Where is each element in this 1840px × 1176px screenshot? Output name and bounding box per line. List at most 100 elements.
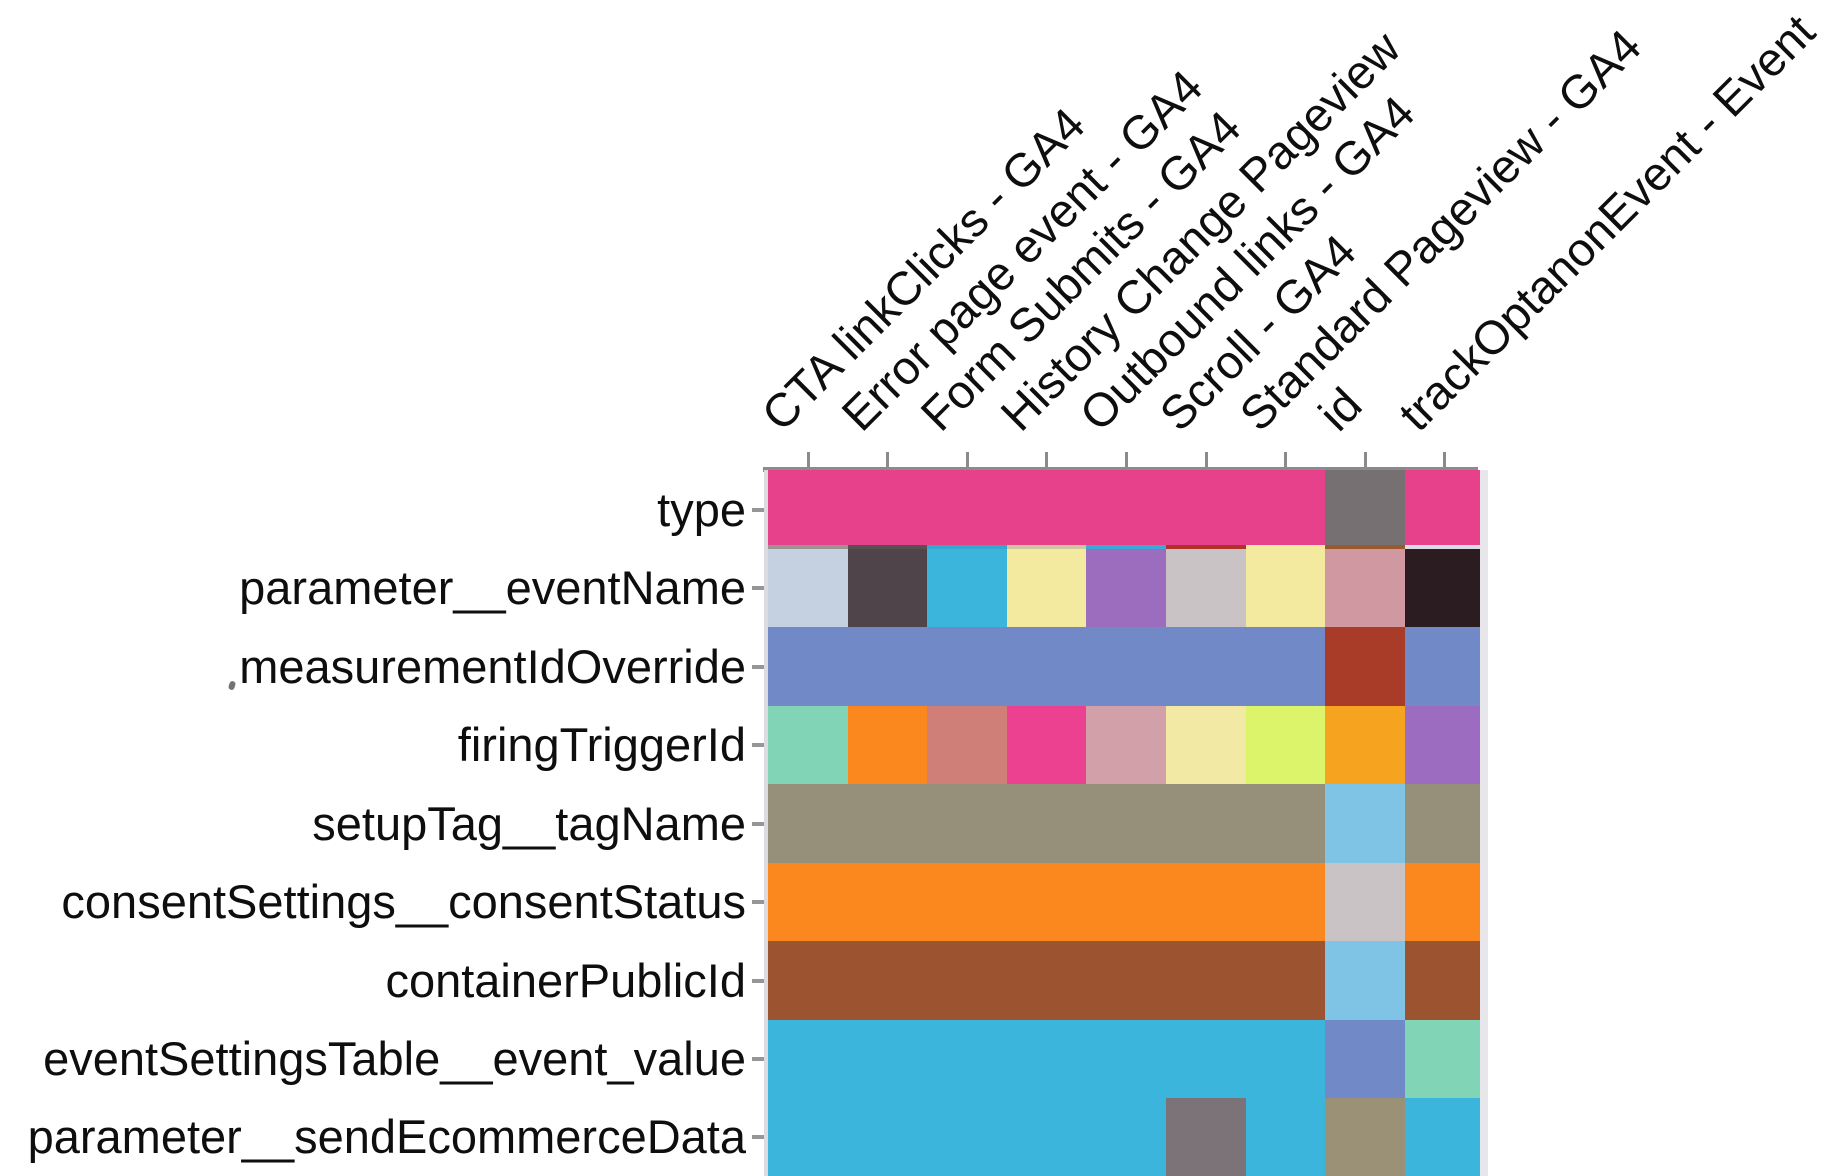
- heatmap-cell-r7-c0: [768, 1020, 848, 1098]
- row-tick-4: [752, 821, 766, 826]
- row-label-0: type: [657, 482, 746, 536]
- heatmap-cell-r8-c5: [1166, 1098, 1246, 1176]
- heatmap-cell-r8-c2: [927, 1098, 1007, 1176]
- row-tick-8: [752, 1135, 766, 1139]
- column-tick-8: [1443, 452, 1446, 467]
- heatmap-cell-r3-c2: [927, 706, 1007, 784]
- heatmap-cell-r2-c5: [1166, 627, 1246, 706]
- column-tick-6: [1284, 452, 1287, 467]
- heatmap-cell-r4-c0: [768, 784, 848, 863]
- row-label-6: containerPublicId: [385, 953, 746, 1007]
- row-tick-2: [752, 664, 766, 669]
- heatmap-cell-r3-c3: [1007, 706, 1086, 784]
- heatmap-cell-r7-c7: [1325, 1020, 1405, 1098]
- heatmap-cell-r4-c4: [1086, 784, 1166, 863]
- heatmap-cell-r1-c0: [768, 549, 848, 627]
- heatmap-cell-r7-c8: [1405, 1020, 1480, 1098]
- heatmap-cell-r4-c8: [1405, 784, 1480, 863]
- heatmap-cell-r0-c2: [927, 470, 1007, 549]
- heatmap-cell-r4-c6: [1246, 784, 1325, 863]
- heatmap-cell-r5-c3: [1007, 863, 1086, 941]
- column-tick-4: [1124, 452, 1128, 467]
- partial-row-sliver-c5: [1166, 545, 1246, 549]
- partial-row-sliver-c3: [1007, 545, 1086, 549]
- heatmap-cell-r6-c4: [1086, 941, 1166, 1020]
- heatmap-cell-r4-c3: [1007, 784, 1086, 863]
- heatmap-cell-r0-c8: [1405, 470, 1480, 549]
- row-label-5: consentSettings__consentStatus: [61, 875, 746, 928]
- heatmap-cell-r2-c0: [768, 627, 848, 706]
- heatmap-cell-r4-c5: [1166, 784, 1246, 863]
- heatmap-cell-r7-c3: [1007, 1020, 1086, 1098]
- heatmap-cell-r5-c1: [848, 863, 927, 941]
- heatmap-cell-r5-c5: [1166, 863, 1246, 941]
- heatmap-cell-r6-c7: [1325, 941, 1405, 1020]
- row-label-8: parameter__sendEcommerceData: [27, 1110, 746, 1163]
- left-edge-line: [764, 470, 768, 1176]
- heatmap-cell-r0-c4: [1086, 470, 1166, 549]
- heatmap-cell-r1-c1: [848, 549, 927, 627]
- heatmap-cell-r1-c8: [1405, 549, 1480, 627]
- heatmap-cell-r4-c2: [927, 784, 1007, 863]
- partial-row-sliver-c0: [768, 545, 848, 549]
- row-label-4: setupTag__tagName: [312, 796, 746, 850]
- row-tick-5: [752, 900, 766, 904]
- heatmap-cell-r3-c8: [1405, 706, 1480, 784]
- heatmap-cell-r3-c0: [768, 706, 848, 784]
- partial-row-sliver-c8: [1405, 545, 1480, 549]
- heatmap-cell-r5-c0: [768, 863, 848, 941]
- heatmap-cell-r6-c2: [927, 941, 1007, 1020]
- heatmap-cell-r8-c8: [1405, 1098, 1480, 1176]
- heatmap-cell-r2-c6: [1246, 627, 1325, 706]
- heatmap-cell-r6-c3: [1007, 941, 1086, 1020]
- heatmap-cell-r6-c0: [768, 941, 848, 1020]
- heatmap-cell-r5-c7: [1325, 863, 1405, 941]
- partial-row-sliver-c2: [927, 545, 1007, 549]
- heatmap-cell-r0-c5: [1166, 470, 1246, 549]
- heatmap-cell-r7-c6: [1246, 1020, 1325, 1098]
- heatmap-cell-r7-c5: [1166, 1020, 1246, 1098]
- heatmap-cell-r0-c3: [1007, 470, 1086, 549]
- row-label-3: firingTriggerId: [457, 718, 746, 771]
- heatmap-cell-r7-c1: [848, 1020, 927, 1098]
- heatmap-cell-r3-c4: [1086, 706, 1166, 784]
- row-label-2: measurementIdOverride: [239, 639, 746, 693]
- heatmap-cell-r5-c2: [927, 863, 1007, 941]
- heatmap-cell-r3-c6: [1246, 706, 1325, 784]
- heatmap-cell-r6-c6: [1246, 941, 1325, 1020]
- heatmap-cell-r8-c7: [1325, 1098, 1405, 1176]
- heatmap-cell-r1-c3: [1007, 549, 1086, 627]
- row-tick-1: [752, 586, 766, 590]
- heatmap-cell-r8-c3: [1007, 1098, 1086, 1176]
- partial-row-sliver-c7: [1325, 545, 1405, 549]
- heatmap-cell-r5-c8: [1405, 863, 1480, 941]
- heatmap-cell-r8-c0: [768, 1098, 848, 1176]
- heatmap-cell-r8-c4: [1086, 1098, 1166, 1176]
- column-tick-0: [806, 452, 810, 467]
- heatmap-cell-r1-c4: [1086, 549, 1166, 627]
- heatmap-cell-r1-c7: [1325, 549, 1405, 627]
- column-tick-3: [1045, 452, 1048, 467]
- heatmap-cell-r7-c4: [1086, 1020, 1166, 1098]
- row-tick-0: [752, 507, 766, 512]
- heatmap-cell-r0-c1: [848, 470, 927, 549]
- row-tick-3: [752, 743, 766, 747]
- partial-row-sliver-c1: [848, 545, 927, 549]
- heatmap-cell-r5-c6: [1246, 863, 1325, 941]
- heatmap-cell-r6-c5: [1166, 941, 1246, 1020]
- heatmap-cell-r1-c2: [927, 549, 1007, 627]
- heatmap-cell-r0-c6: [1246, 470, 1325, 549]
- row-tick-7: [752, 1057, 766, 1061]
- heatmap-cell-r8-c1: [848, 1098, 927, 1176]
- top-axis-spine: [763, 467, 1478, 472]
- heatmap-cell-r8-c6: [1246, 1098, 1325, 1176]
- row-label-7: eventSettingsTable__event_value: [43, 1032, 746, 1085]
- heatmap-cell-r2-c4: [1086, 627, 1166, 706]
- row-label-1: parameter__eventName: [239, 561, 746, 614]
- heatmap-cell-r0-c7: [1325, 470, 1405, 549]
- heatmap-cell-r2-c7: [1325, 627, 1405, 706]
- heatmap-cell-r1-c5: [1166, 549, 1246, 627]
- heatmap-cell-r5-c4: [1086, 863, 1166, 941]
- heatmap-cell-r6-c8: [1405, 941, 1480, 1020]
